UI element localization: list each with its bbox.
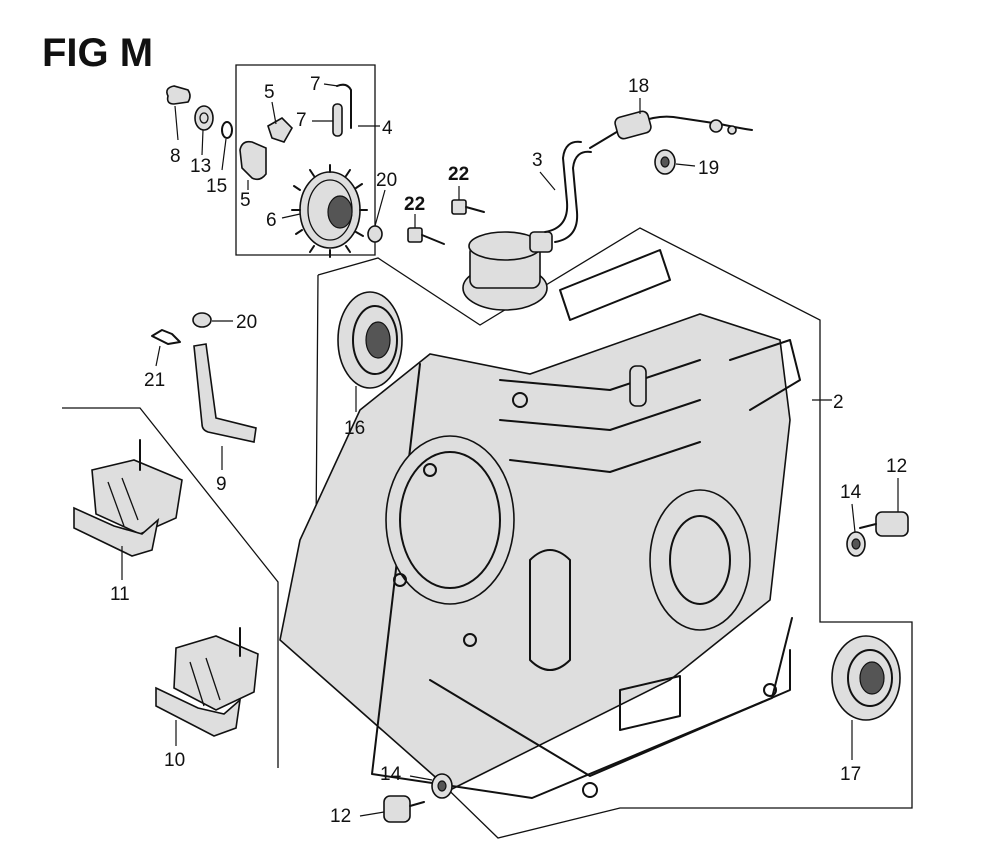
callout-19: 19 bbox=[698, 158, 719, 179]
nut-part-19 bbox=[654, 149, 696, 175]
engine-mount-part-11 bbox=[73, 439, 183, 580]
shaft-part-5-upper bbox=[267, 101, 293, 143]
breather-assembly-part-3 bbox=[462, 140, 592, 311]
oil-pump-gear-part-6 bbox=[281, 164, 368, 258]
callout-17: 17 bbox=[840, 764, 861, 785]
callout-9: 9 bbox=[216, 474, 227, 495]
figure-title: FIG M bbox=[42, 31, 153, 75]
bolt-part-12-right bbox=[859, 478, 909, 537]
bracket-part-5-lower bbox=[239, 140, 267, 190]
clip-part-21 bbox=[151, 329, 181, 367]
callout-13: 13 bbox=[190, 156, 211, 177]
callout-20-lower: 20 bbox=[236, 312, 257, 333]
mount-group-border bbox=[62, 407, 279, 768]
callout-21: 21 bbox=[144, 370, 165, 391]
callout-7-upper: 7 bbox=[310, 74, 321, 95]
callout-20-upper: 20 bbox=[376, 170, 397, 191]
washer-part-20-upper bbox=[367, 189, 386, 243]
tube-part-9 bbox=[193, 343, 257, 470]
washer-part-20-lower bbox=[192, 312, 233, 328]
callout-12-bottom: 12 bbox=[330, 806, 351, 827]
engine-mount-part-10 bbox=[155, 627, 259, 746]
bearing-part-16 bbox=[337, 291, 403, 412]
callout-7-lower: 7 bbox=[296, 110, 307, 131]
pin-part-7-upper bbox=[323, 83, 352, 129]
callout-14-bottom: 14 bbox=[380, 764, 402, 785]
crankcase-part-2 bbox=[279, 249, 832, 799]
bolt-part-22-lower bbox=[407, 214, 445, 245]
wire-connector-part-18 bbox=[589, 98, 753, 149]
bolt-part-22-upper bbox=[451, 186, 485, 215]
washer-part-14-bottom bbox=[409, 773, 453, 799]
callout-15: 15 bbox=[206, 176, 227, 197]
bolt-part-12-bottom bbox=[359, 795, 425, 823]
callout-5-upper: 5 bbox=[264, 82, 275, 103]
oil-seal-part-17 bbox=[831, 635, 901, 760]
callout-5-lower: 5 bbox=[240, 190, 251, 211]
plug-part-8 bbox=[166, 85, 191, 141]
pin-part-7-lower bbox=[312, 103, 343, 137]
callout-14-right: 14 bbox=[840, 482, 862, 503]
callout-10: 10 bbox=[164, 750, 185, 771]
callout-22-lower: 22 bbox=[404, 194, 425, 215]
callout-2: 2 bbox=[833, 392, 844, 413]
crankcase-group-border bbox=[314, 227, 913, 839]
callout-12-right: 12 bbox=[886, 456, 907, 477]
o-ring-part-15 bbox=[221, 121, 233, 171]
callout-22-upper: 22 bbox=[448, 164, 469, 185]
washer-part-14-right bbox=[846, 503, 866, 557]
callout-4: 4 bbox=[382, 118, 393, 139]
callout-8: 8 bbox=[170, 146, 181, 167]
callout-18: 18 bbox=[628, 76, 649, 97]
callout-16: 16 bbox=[344, 418, 365, 439]
callout-6: 6 bbox=[266, 210, 277, 231]
oil-pump-group-border bbox=[235, 64, 376, 256]
callout-11: 11 bbox=[110, 584, 130, 605]
callout-3: 3 bbox=[532, 150, 543, 171]
washer-part-13 bbox=[194, 105, 214, 156]
